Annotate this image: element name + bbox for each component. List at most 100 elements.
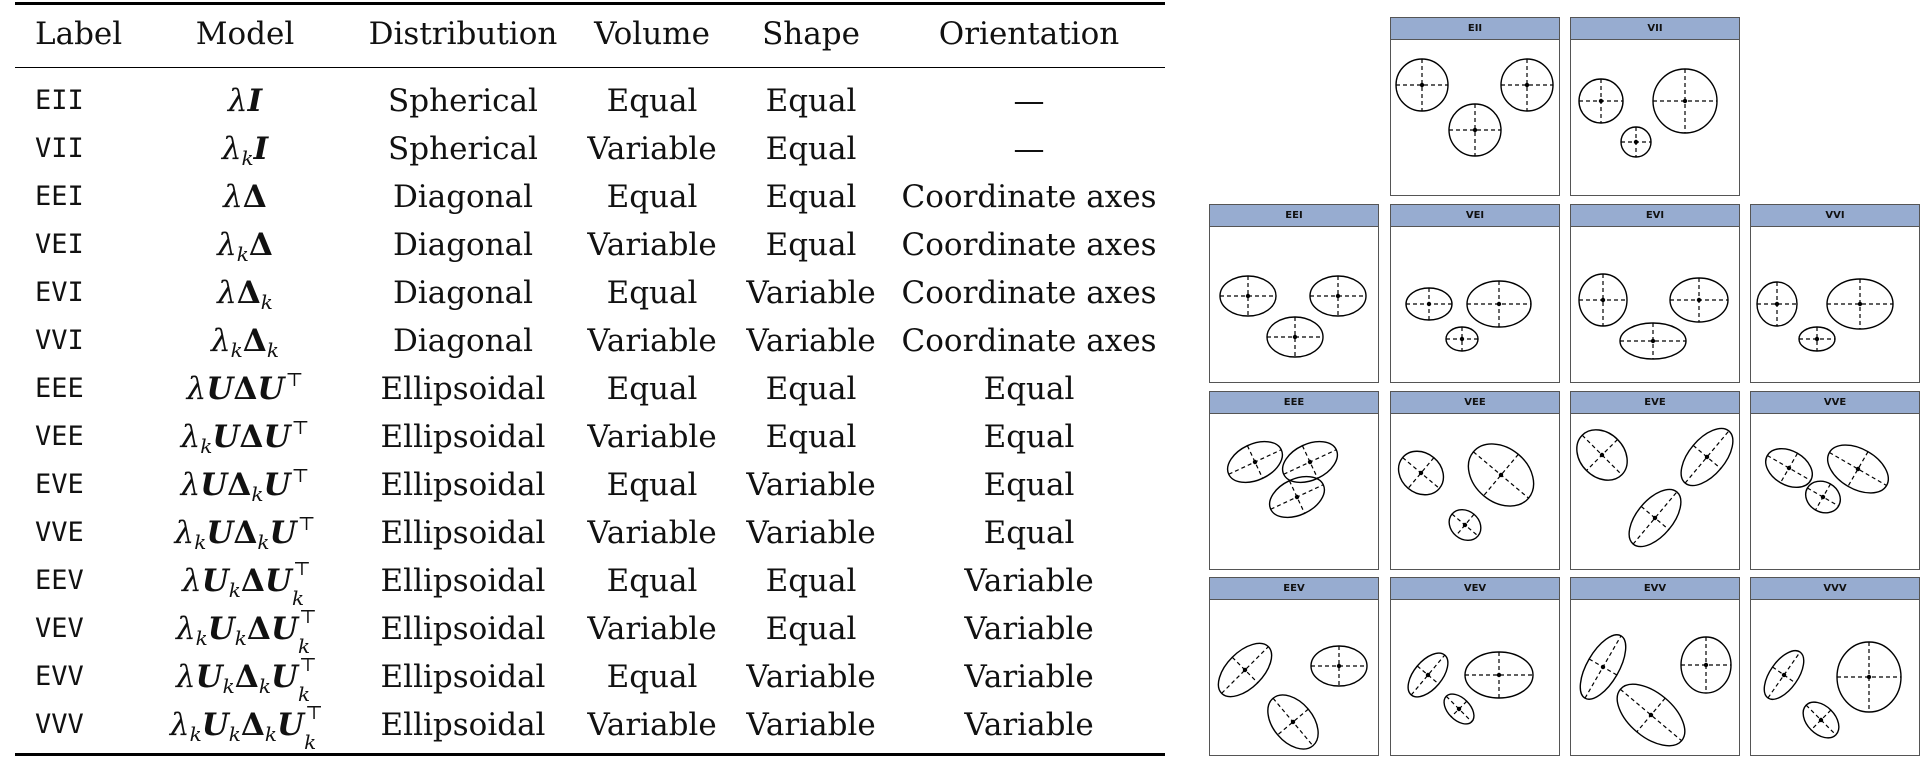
cluster-center xyxy=(1650,338,1656,344)
panel-title: VII xyxy=(1571,18,1739,40)
cell-label: EVI xyxy=(35,277,84,308)
panel-plot xyxy=(1576,427,1734,548)
header-shape: Shape xyxy=(762,16,860,52)
cluster-center xyxy=(1600,297,1606,303)
cell-shape: Equal xyxy=(765,419,857,455)
panel-plot xyxy=(1765,444,1889,514)
panel-eve: EVE xyxy=(1570,391,1740,570)
cell-label: VEV xyxy=(35,613,84,644)
cluster-center xyxy=(1418,470,1424,476)
cell-distribution: Ellipsoidal xyxy=(380,515,546,551)
cluster-ellipse xyxy=(1226,440,1284,484)
cell-label: EEI xyxy=(35,181,84,212)
cell-model: λI xyxy=(227,83,263,119)
cell-volume: Equal xyxy=(606,83,698,119)
cluster-center xyxy=(1599,452,1605,458)
cluster-ellipse xyxy=(1464,651,1534,699)
major-axis xyxy=(1410,654,1446,696)
cell-shape: Equal xyxy=(765,227,857,263)
cluster-center xyxy=(1600,664,1606,670)
cell-volume: Variable xyxy=(587,611,717,647)
cluster-center xyxy=(1866,674,1872,680)
cell-shape: Variable xyxy=(746,275,876,311)
cell-distribution: Diagonal xyxy=(392,323,534,359)
cluster-center xyxy=(1814,336,1820,342)
cluster-center xyxy=(1419,82,1425,88)
cluster-ellipse xyxy=(1217,642,1273,698)
cell-volume: Variable xyxy=(587,227,717,263)
cluster-ellipse xyxy=(1669,277,1729,323)
panel-plot xyxy=(1578,68,1718,158)
cluster-center xyxy=(1524,82,1530,88)
header-distribution: Distribution xyxy=(368,16,558,52)
panel-title: EVE xyxy=(1571,392,1739,414)
cluster-center xyxy=(1425,672,1431,678)
cell-orientation: Coordinate axes xyxy=(901,275,1157,311)
cluster-ellipse xyxy=(1466,280,1532,328)
cluster-center xyxy=(1290,719,1296,725)
cell-distribution: Ellipsoidal xyxy=(380,563,546,599)
cell-label: EEE xyxy=(35,373,84,404)
cluster-ellipse xyxy=(1763,649,1805,701)
cell-model: λUkΔkU⊤k xyxy=(175,654,317,706)
panel-vvv: VVV xyxy=(1750,577,1920,756)
panel-title: VEE xyxy=(1391,392,1559,414)
cell-model: λΔ xyxy=(223,179,267,215)
header-volume: Volume xyxy=(594,16,710,52)
cell-label: VVV xyxy=(35,709,84,740)
cell-volume: Variable xyxy=(587,419,717,455)
cluster-ellipse xyxy=(1445,326,1479,352)
cell-distribution: Spherical xyxy=(388,131,538,167)
cell-orientation: Variable xyxy=(964,611,1094,647)
cell-model: λkUkΔkU⊤k xyxy=(169,702,323,754)
cell-volume: Variable xyxy=(587,707,717,743)
cell-model: λkUΔkU⊤ xyxy=(174,513,316,554)
cluster-center xyxy=(1855,466,1861,472)
cluster-center xyxy=(1696,297,1702,303)
cluster-ellipse xyxy=(1620,126,1652,158)
cluster-ellipse xyxy=(1628,488,1682,548)
panel-plot xyxy=(1217,642,1368,750)
cluster-ellipse xyxy=(1405,287,1453,321)
cluster-ellipse xyxy=(1836,641,1902,713)
cluster-center xyxy=(1462,522,1468,528)
major-axis xyxy=(1619,688,1683,742)
panel-title: VVV xyxy=(1751,578,1919,600)
panel-title: EEV xyxy=(1210,578,1378,600)
cluster-ellipse xyxy=(1500,58,1554,112)
cell-label: VII xyxy=(35,133,84,164)
cluster-ellipse xyxy=(1309,275,1367,317)
cluster-center xyxy=(1426,301,1432,307)
cell-orientation: Variable xyxy=(964,563,1094,599)
cell-label: EVV xyxy=(35,661,84,692)
cell-orientation: Coordinate axes xyxy=(901,227,1157,263)
table-bottom-rule xyxy=(15,753,1165,756)
cell-distribution: Ellipsoidal xyxy=(380,659,546,695)
panel-plot xyxy=(1397,443,1535,542)
cluster-ellipse xyxy=(1310,645,1368,687)
cluster-ellipse xyxy=(1827,444,1889,494)
cell-shape: Variable xyxy=(746,323,876,359)
cell-shape: Variable xyxy=(746,659,876,695)
cluster-ellipse xyxy=(1266,316,1324,358)
cell-shape: Variable xyxy=(746,467,876,503)
panel-plot xyxy=(1226,440,1339,519)
cluster-center xyxy=(1335,293,1341,299)
panel-vee: VEE xyxy=(1390,391,1560,570)
panel-title: VVE xyxy=(1751,392,1919,414)
cluster-center xyxy=(1496,672,1502,678)
cell-distribution: Spherical xyxy=(388,83,538,119)
major-axis xyxy=(1684,430,1730,484)
cell-volume: Equal xyxy=(606,275,698,311)
cell-distribution: Diagonal xyxy=(392,275,534,311)
cluster-center xyxy=(1648,712,1654,718)
cell-shape: Equal xyxy=(765,179,857,215)
cell-distribution: Ellipsoidal xyxy=(380,707,546,743)
cluster-center xyxy=(1307,459,1313,465)
cell-shape: Variable xyxy=(746,515,876,551)
panel-vve: VVE xyxy=(1750,391,1920,570)
cluster-center xyxy=(1294,494,1300,500)
cluster-center xyxy=(1774,301,1780,307)
cell-model: λkUkΔU⊤k xyxy=(175,606,317,658)
cell-volume: Equal xyxy=(606,467,698,503)
